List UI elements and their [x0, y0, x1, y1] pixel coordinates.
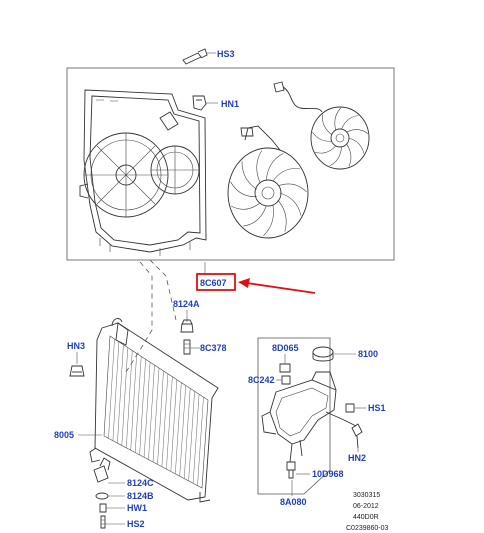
expansion-tank-drawing — [261, 371, 357, 463]
fan-blade — [272, 168, 301, 182]
fan-blade — [312, 131, 333, 142]
label-hs2: HS2 — [127, 519, 145, 529]
fan-blade — [277, 183, 307, 193]
radiator-fin — [121, 347, 129, 446]
expansion-tank-frame — [257, 337, 331, 495]
radiator-fin — [112, 341, 120, 441]
red-arrow-line — [246, 282, 316, 294]
radiator-fin — [126, 350, 133, 448]
assembly-guide-left — [125, 261, 153, 373]
fan-blade — [277, 199, 287, 232]
fan-blade — [329, 146, 342, 167]
fan-assembly-frame — [66, 67, 395, 261]
bolt-hs3-drawing — [182, 48, 216, 65]
label-8a080: 8A080 — [280, 497, 307, 507]
fan-shroud-drawing — [79, 89, 207, 256]
sensor-clip-drawing — [276, 354, 291, 385]
fan-blade — [334, 107, 341, 131]
fan-blade — [266, 153, 284, 181]
label-hn2: HN2 — [348, 453, 366, 463]
fan-blade — [341, 115, 359, 130]
large-fan-drawing — [227, 125, 309, 239]
assembly-guide-right — [149, 259, 177, 321]
label-10d968: 10D968 — [312, 469, 344, 479]
label-hw1: HW1 — [127, 503, 147, 513]
fan-blade — [230, 202, 261, 210]
small-fan-drawing — [240, 81, 370, 170]
highlight-box-8c607 — [196, 273, 236, 291]
bottom-mount-drawing — [93, 457, 125, 529]
label-8100: 8100 — [358, 349, 378, 359]
radiator-fin — [197, 397, 204, 486]
reference-line-4: C0239860-03 — [346, 525, 389, 532]
cap-8100-drawing — [312, 346, 356, 362]
radiator-fin — [117, 344, 124, 444]
fan-blade — [241, 161, 257, 190]
label-hn3: HN3 — [67, 341, 85, 351]
radiator-fin — [175, 382, 182, 474]
bolt-hs1-drawing — [345, 403, 366, 413]
radiator-fin — [166, 376, 173, 470]
fan-blade — [256, 150, 262, 184]
pin-hn2-drawing — [351, 423, 363, 452]
radiator-fin — [183, 388, 191, 479]
radiator-fin — [139, 359, 146, 455]
radiator-fin — [148, 365, 155, 460]
fan-blade — [230, 181, 257, 198]
label-8124a: 8124A — [173, 299, 200, 309]
nut-hn3-drawing — [69, 352, 85, 377]
clip-hn1-drawing — [192, 95, 218, 111]
fan-blade — [348, 137, 365, 154]
fan-blade — [346, 129, 369, 134]
radiator-fin — [108, 338, 115, 439]
reference-line-3: 440D0R — [353, 514, 379, 521]
red-arrowhead-icon — [238, 278, 250, 288]
fan-blade — [315, 145, 337, 154]
radiator-fin — [143, 362, 151, 458]
sensor-10d968-drawing — [286, 461, 310, 479]
reference-line-2: 06-2012 — [353, 503, 379, 510]
fan-blade — [263, 204, 274, 236]
label-8124c: 8124C — [127, 478, 154, 488]
radiator-fin — [130, 353, 137, 451]
radiator-fin — [161, 373, 169, 467]
label-8005: 8005 — [54, 430, 74, 440]
label-hs1: HS1 — [368, 403, 386, 413]
radiator-fin — [134, 356, 142, 453]
label-8d065: 8D065 — [272, 343, 299, 353]
pin-8c378-drawing — [183, 339, 200, 355]
label-hn1: HN1 — [221, 99, 239, 109]
label-8c607: 8C607 — [200, 278, 227, 288]
label-hs3: HS3 — [217, 49, 235, 59]
radiator-fin — [192, 394, 200, 484]
fan-blade — [243, 205, 267, 227]
grommet-8124a-drawing — [180, 310, 194, 333]
label-8124b: 8124B — [127, 491, 154, 501]
radiator-fin — [170, 379, 178, 472]
label-8c378: 8C378 — [200, 343, 227, 353]
fan-blade — [346, 143, 352, 167]
fan-blade — [279, 192, 302, 216]
reference-line-1: 3030315 — [353, 492, 380, 499]
radiator-fin — [152, 367, 160, 463]
radiator-drawing — [89, 318, 219, 503]
fan-blade — [322, 114, 333, 136]
radiator-fin — [157, 370, 164, 465]
radiator-fin — [188, 391, 195, 481]
radiator-fin — [179, 385, 186, 477]
label-8c242: 8C242 — [248, 375, 275, 385]
